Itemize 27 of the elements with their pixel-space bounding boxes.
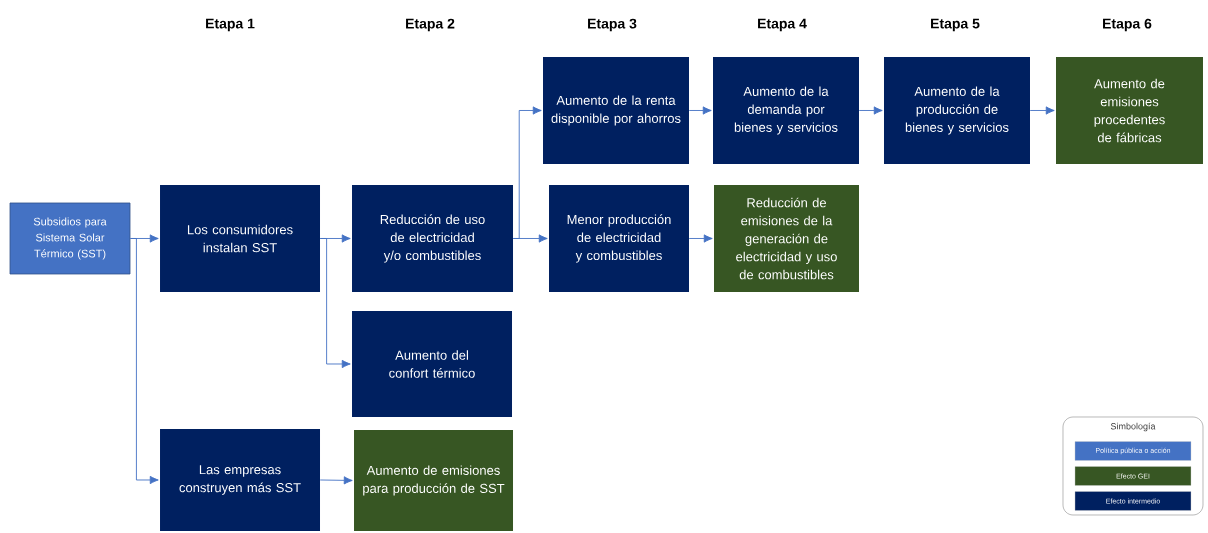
process-box: Aumento de emisiones procedentes de fábricas xyxy=(1056,57,1203,164)
process-box: Las empresas construyen más SST xyxy=(160,429,320,531)
legend-title: Simbología xyxy=(1110,422,1156,432)
arrow xyxy=(688,106,712,115)
process-box: Aumento de la renta disponible por ahorros xyxy=(543,57,689,164)
arrow xyxy=(512,106,548,243)
arrow xyxy=(319,234,351,369)
stage-heading: Etapa 5 xyxy=(931,18,980,32)
stage-heading: Etapa 6 xyxy=(1103,18,1152,32)
process-box: Aumento de la demanda por bienes y servicios xyxy=(713,57,859,164)
process-box: Reducción de uso de electricidad y/o combustibles xyxy=(352,185,513,292)
arrow xyxy=(1029,106,1055,115)
process-box: Aumento de emisiones para producción de SST xyxy=(354,430,513,531)
arrow xyxy=(858,106,883,115)
stage-heading: Etapa 3 xyxy=(588,18,637,32)
process-box: Aumento de la producción de bienes y servicios xyxy=(884,57,1030,164)
stage-heading: Etapa 4 xyxy=(758,18,807,32)
stage-heading: Etapa 2 xyxy=(406,18,455,32)
process-box: Los consumidores instalan SST xyxy=(160,185,320,292)
process-box: Aumento del confort térmico xyxy=(352,311,512,417)
arrow xyxy=(688,234,713,243)
stage-heading: Etapa 1 xyxy=(206,18,255,32)
process-box: Subsidios para Sistema Solar Térmico (SST) xyxy=(9,202,131,275)
arrow xyxy=(319,476,353,485)
process-box: Reducción de emisiones de la generación de electricidad y uso de combustibles xyxy=(714,185,859,292)
process-box: Menor producción de electricidad y combustibles xyxy=(549,185,689,292)
arrow xyxy=(129,234,159,485)
